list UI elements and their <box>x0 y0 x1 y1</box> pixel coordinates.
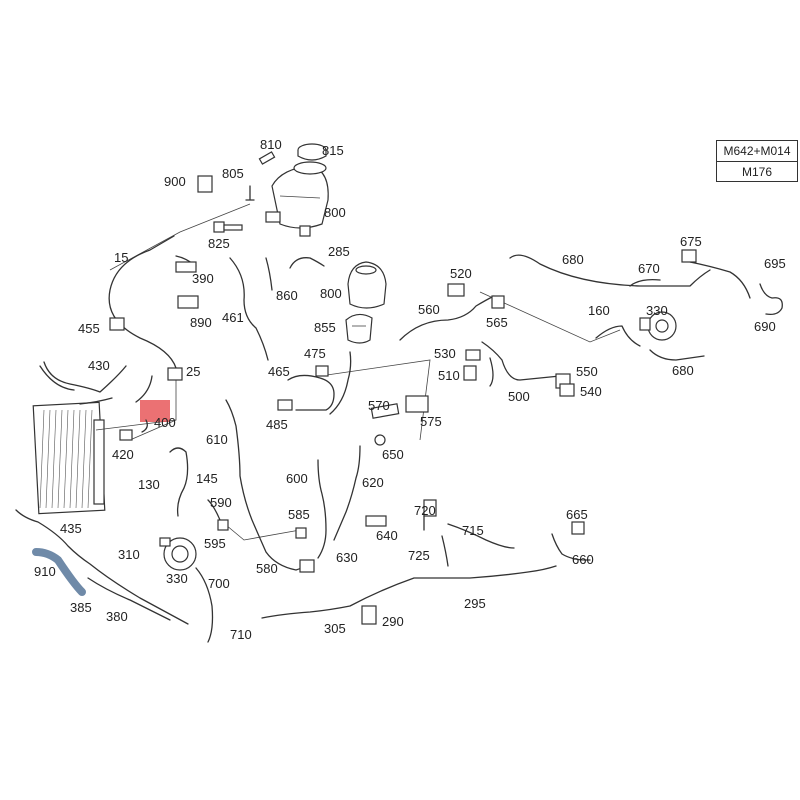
label-530: 530 <box>434 346 456 361</box>
label-720: 720 <box>414 503 436 518</box>
label-825: 825 <box>208 236 230 251</box>
label-510: 510 <box>438 368 460 383</box>
part-810 <box>258 151 276 165</box>
label-560: 560 <box>418 302 440 317</box>
tank-secondary <box>347 261 387 309</box>
label-385: 385 <box>70 600 92 615</box>
label-715: 715 <box>462 523 484 538</box>
sensor-855 <box>345 313 373 344</box>
label-15: 15 <box>114 250 128 265</box>
label-595: 595 <box>204 536 226 551</box>
label-130: 130 <box>138 477 160 492</box>
label-540: 540 <box>580 384 602 399</box>
label-400: 400 <box>154 415 176 430</box>
label-675: 675 <box>680 234 702 249</box>
label-565: 565 <box>486 315 508 330</box>
label-420: 420 <box>112 447 134 462</box>
hose-910 <box>32 548 86 596</box>
label-330: 330 <box>166 571 188 586</box>
engine-variant-row-2: M176 <box>741 165 773 179</box>
tank-cap <box>297 143 327 161</box>
label-550: 550 <box>576 364 598 379</box>
label-430: 430 <box>88 358 110 373</box>
label-855: 855 <box>314 320 336 335</box>
water-pump-330 <box>159 537 197 571</box>
label-620: 620 <box>362 475 384 490</box>
label-800b: 800 <box>320 286 342 301</box>
engine-variant-table: M642+M014 M176 <box>716 140 798 182</box>
label-475: 475 <box>304 346 326 361</box>
fittings <box>109 249 697 625</box>
label-590: 590 <box>210 495 232 510</box>
label-805: 805 <box>222 166 244 181</box>
label-665: 665 <box>566 507 588 522</box>
label-465: 465 <box>268 364 290 379</box>
label-285: 285 <box>328 244 350 259</box>
label-580: 580 <box>256 561 278 576</box>
part-labels: 810 815 900 805 800 825 15 390 285 461 8… <box>34 137 786 642</box>
label-160: 160 <box>588 303 610 318</box>
label-900: 900 <box>164 174 186 189</box>
label-695: 695 <box>764 256 786 271</box>
label-670: 670 <box>638 261 660 276</box>
label-680b: 680 <box>672 363 694 378</box>
label-725: 725 <box>408 548 430 563</box>
label-890: 890 <box>190 315 212 330</box>
label-310: 310 <box>118 547 140 562</box>
label-500: 500 <box>508 389 530 404</box>
label-650: 650 <box>382 447 404 462</box>
label-145: 145 <box>196 471 218 486</box>
label-380: 380 <box>106 609 128 624</box>
label-690: 690 <box>754 319 776 334</box>
label-910: 910 <box>34 564 56 579</box>
highlight-400 <box>140 400 170 422</box>
label-435: 435 <box>60 521 82 536</box>
label-575: 575 <box>420 414 442 429</box>
label-390: 390 <box>192 271 214 286</box>
label-600: 600 <box>286 471 308 486</box>
radiator <box>32 401 106 515</box>
bolt-825 <box>213 221 243 233</box>
label-485: 485 <box>266 417 288 432</box>
label-585: 585 <box>288 507 310 522</box>
engine-variant-row-1: M642+M014 <box>717 141 797 162</box>
label-461: 461 <box>222 310 244 325</box>
label-520: 520 <box>450 266 472 281</box>
label-295: 295 <box>464 596 486 611</box>
label-305: 305 <box>324 621 346 636</box>
label-860: 860 <box>276 288 298 303</box>
label-710: 710 <box>230 627 252 642</box>
label-815: 815 <box>322 143 344 158</box>
label-25: 25 <box>186 364 200 379</box>
part-805 <box>245 185 255 201</box>
label-630: 630 <box>336 550 358 565</box>
label-640: 640 <box>376 528 398 543</box>
label-290: 290 <box>382 614 404 629</box>
hoses <box>15 235 783 643</box>
part-900 <box>197 175 213 193</box>
label-800: 800 <box>324 205 346 220</box>
label-700: 700 <box>208 576 230 591</box>
label-810: 810 <box>260 137 282 152</box>
label-610: 610 <box>206 432 228 447</box>
label-680: 680 <box>562 252 584 267</box>
expansion-tank <box>265 161 329 237</box>
label-660: 660 <box>572 552 594 567</box>
label-455: 455 <box>78 321 100 336</box>
label-330b: 330 <box>646 303 668 318</box>
water-pump-330-right <box>639 311 677 341</box>
label-570: 570 <box>368 398 390 413</box>
